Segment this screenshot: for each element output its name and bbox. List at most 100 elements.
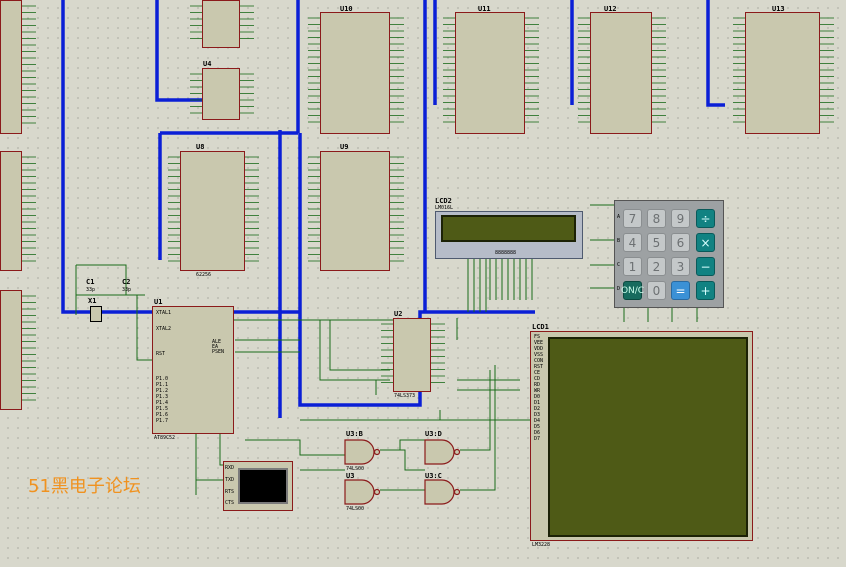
u1-pin-xtal1: XTAL1 — [156, 310, 172, 316]
chip-u9 — [320, 151, 390, 271]
lcd1-pin-vss: VSS — [534, 352, 544, 358]
ref-lcd1: LCD1 — [532, 323, 549, 331]
lcd1-pin-d0: D0 — [534, 394, 541, 400]
keypad-row-b: B — [617, 238, 621, 244]
gate-u3-bubble — [373, 488, 381, 496]
terminal-pin-rts: RTS — [225, 489, 235, 495]
u1-pin-p17: P1.7 — [156, 418, 169, 424]
u1-pin-ale: ALE — [212, 339, 222, 345]
u1-pin-ea: EA — [212, 344, 219, 350]
key-plus[interactable]: + — [696, 281, 715, 300]
chip-u10 — [320, 12, 390, 134]
lcd1-pin-d3: D3 — [534, 412, 541, 418]
u1-pin-p13: P1.3 — [156, 394, 169, 400]
lcd1-pin-d5: D5 — [534, 424, 541, 430]
lcd1-pin-vee: VEE — [534, 340, 544, 346]
u1-pin-p16: P1.6 — [156, 412, 169, 418]
u3-part-1: 74LS00 — [346, 466, 365, 472]
signal-wires — [75, 204, 698, 495]
u1-pin-p10: P1.0 — [156, 376, 169, 382]
chip-top-small — [202, 0, 240, 48]
ref-u3c: U3:C — [425, 472, 442, 480]
ref-u1: U1 — [154, 298, 163, 306]
key-3[interactable]: 3 — [671, 257, 690, 276]
lcd1-pin-fs: FS — [534, 334, 541, 340]
ref-x1: X1 — [88, 297, 97, 305]
lcd1-pin-rd: RD — [534, 382, 541, 388]
key-0[interactable]: 0 — [647, 281, 666, 300]
keypad-row-d: D — [617, 286, 621, 292]
gate-u3d — [424, 439, 455, 465]
lcd1-pin-wr: WR — [534, 388, 541, 394]
ref-lcd2: LCD2 — [435, 197, 452, 205]
key-6[interactable]: 6 — [671, 233, 690, 252]
chip-left-1 — [0, 0, 22, 134]
u1-pin-p15: P1.5 — [156, 406, 169, 412]
chip-u2 — [393, 318, 431, 392]
c2-value: 33p — [122, 287, 132, 293]
lcd1-pin-ce: CE — [534, 370, 541, 376]
chip-u12 — [590, 12, 652, 134]
chip-u1 — [152, 306, 234, 434]
gate-u3 — [344, 479, 375, 505]
lcd1-pin-con: CON — [534, 358, 544, 364]
pin-stubs — [22, 5, 834, 401]
chip-u11 — [455, 12, 525, 134]
ref-u2: U2 — [394, 310, 403, 318]
ref-u8: U8 — [196, 143, 205, 151]
key-on-clear[interactable]: ON/C — [621, 281, 644, 300]
key-4[interactable]: 4 — [623, 233, 642, 252]
chip-u4 — [202, 68, 240, 120]
lcd2-value: 8888888 — [495, 250, 517, 256]
terminal-pin-txd: TXD — [225, 477, 235, 483]
lcd1-screen — [548, 337, 748, 537]
lcd1-pin-d2: D2 — [534, 406, 541, 412]
watermark-text: 51黑电子论坛 — [28, 476, 141, 497]
key-2[interactable]: 2 — [647, 257, 666, 276]
terminal-screen — [238, 468, 288, 504]
lcd1-pin-vdd: VDD — [534, 346, 544, 352]
key-minus[interactable]: − — [696, 257, 715, 276]
gate-u3d-bubble — [453, 448, 461, 456]
ref-u3d: U3:D — [425, 430, 442, 438]
gate-u3c-bubble — [453, 488, 461, 496]
u1-pin-p14: P1.4 — [156, 400, 169, 406]
ref-u13: U13 — [772, 5, 785, 13]
lcd2-part: LM016L — [435, 205, 454, 211]
u1-pin-p12: P1.2 — [156, 388, 169, 394]
key-equals[interactable]: = — [671, 281, 690, 300]
virtual-terminal — [223, 461, 293, 511]
gate-u3b-bubble — [373, 448, 381, 456]
key-multiply[interactable]: × — [696, 233, 715, 252]
keypad-row-c: C — [617, 262, 621, 268]
key-divide[interactable]: ÷ — [696, 209, 715, 228]
key-8[interactable]: 8 — [647, 209, 666, 228]
ref-c2: C2 — [122, 278, 131, 286]
gate-u3b — [344, 439, 375, 465]
chip-left-3 — [0, 290, 22, 410]
u8-part: 62256 — [196, 272, 212, 278]
lcd1-pin-d4: D4 — [534, 418, 541, 424]
chip-u8 — [180, 151, 245, 271]
lcd1-pin-rst: RST — [534, 364, 544, 370]
lcd1-pin-d6: D6 — [534, 430, 541, 436]
lcd1-part: LM3228 — [532, 542, 551, 548]
nand-gates — [344, 439, 461, 505]
key-9[interactable]: 9 — [671, 209, 690, 228]
c1-value: 33p — [86, 287, 96, 293]
gate-u3c — [424, 479, 455, 505]
ref-u3: U3 — [346, 472, 355, 480]
ref-c1: C1 — [86, 278, 95, 286]
lcd1-pin-cd: CD — [534, 376, 541, 382]
ref-u10: U10 — [340, 5, 353, 13]
ref-u12: U12 — [604, 5, 617, 13]
key-1[interactable]: 1 — [623, 257, 642, 276]
chip-u13 — [745, 12, 820, 134]
key-7[interactable]: 7 — [623, 209, 642, 228]
key-5[interactable]: 5 — [647, 233, 666, 252]
crystal-x1 — [90, 306, 102, 322]
ref-u9: U9 — [340, 143, 349, 151]
lcd1-pin-d7: D7 — [534, 436, 541, 442]
u1-pin-psen: PSEN — [212, 349, 225, 355]
lcd1-pin-d1: D1 — [534, 400, 541, 406]
